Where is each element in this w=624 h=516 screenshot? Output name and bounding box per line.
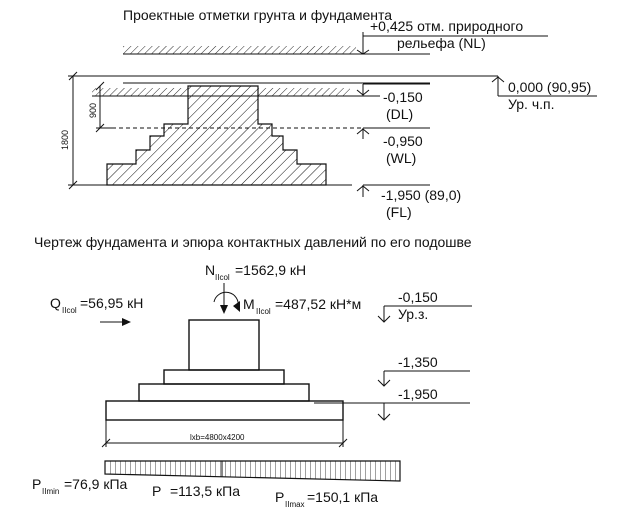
foundation-step-upper [163,369,285,385]
svg-text:IImax: IImax [285,500,305,509]
column-stub [188,319,260,371]
dimension-900 [95,81,112,133]
moment-m-arrow [213,291,240,312]
nl-label: рельефа (NL) [397,35,486,51]
dim-900-label: 900 [88,103,98,118]
force-q-arrow [100,318,131,326]
base-dimension-label: lxb=4800x4200 [190,433,245,442]
svg-text:=56,95 кН: =56,95 кН [80,295,143,311]
svg-text:=150,1 кПа: =150,1 кПа [307,489,378,505]
svg-text:IIcol: IIcol [256,307,271,316]
foundation-slab [105,400,344,421]
svg-text:IImin: IImin [42,487,59,496]
svg-text:P: P [32,476,41,492]
svg-text:P: P [275,489,284,505]
level-ground-label: Ур.з. [398,306,428,322]
pressure-min-label: P IImin =76,9 кПа [32,476,128,496]
level-base-value: -1,950 [398,386,438,402]
dimension-1800 [68,71,123,190]
wl-value: -0,950 [383,133,423,149]
fl-value: -1,950 (89,0) [381,187,461,203]
pressure-diagram [104,460,401,482]
force-n-arrow [220,283,228,314]
floor-zero-marker [430,75,597,97]
svg-text:=487,52 кН*м: =487,52 кН*м [275,296,361,312]
floor-zero-value: 0,000 (90,95) [508,79,591,95]
level-marker-ground [377,305,472,323]
top-title: Проектные отметки грунта и фундамента [123,7,392,23]
svg-text:Q: Q [50,295,61,311]
base-dimension [101,420,348,448]
level-marker-step [377,370,470,387]
dl-label: (DL) [386,106,413,122]
wl-level-marker [356,127,430,139]
svg-text:P: P [152,483,161,499]
foundation-section [106,85,327,186]
dl-value: -0,150 [383,89,423,105]
force-n-label: N IIcol =1562,9 кН [205,262,306,282]
svg-text:N: N [205,262,215,278]
svg-text:IIcol: IIcol [215,273,230,282]
svg-text:=1562,9 кН: =1562,9 кН [235,262,306,278]
bottom-title: Чертеж фундамента и эпюра контактных дав… [34,234,472,250]
level-step-value: -1,350 [398,354,438,370]
svg-text:=113,5 кПа: =113,5 кПа [170,483,240,499]
natural-relief-line [123,46,430,55]
fl-label: (FL) [386,204,412,220]
level-marker-base [314,402,470,421]
floor-zero-line [123,75,430,84]
pressure-mean-label: P =113,5 кПа [152,483,240,499]
svg-text:M: M [243,296,255,312]
floor-zero-label: Ур. ч.п. [508,96,554,112]
moment-m-label: M IIcol =487,52 кН*м [243,296,361,316]
dl-level-marker [356,83,430,96]
fl-level-marker [356,184,430,197]
svg-text:IIcol: IIcol [62,306,77,315]
foundation-step-middle [138,383,310,402]
force-q-label: Q IIcol =56,95 кН [50,295,143,315]
level-ground-value: -0,150 [398,289,438,305]
pressure-max-label: P IImax =150,1 кПа [275,489,378,509]
dim-1800-label: 1800 [60,130,70,150]
nl-value: +0,425 отм. природного [370,18,523,34]
nl-level-marker [356,32,548,55]
svg-text:=76,9 кПа: =76,9 кПа [64,476,128,492]
wl-label: (WL) [386,150,416,166]
